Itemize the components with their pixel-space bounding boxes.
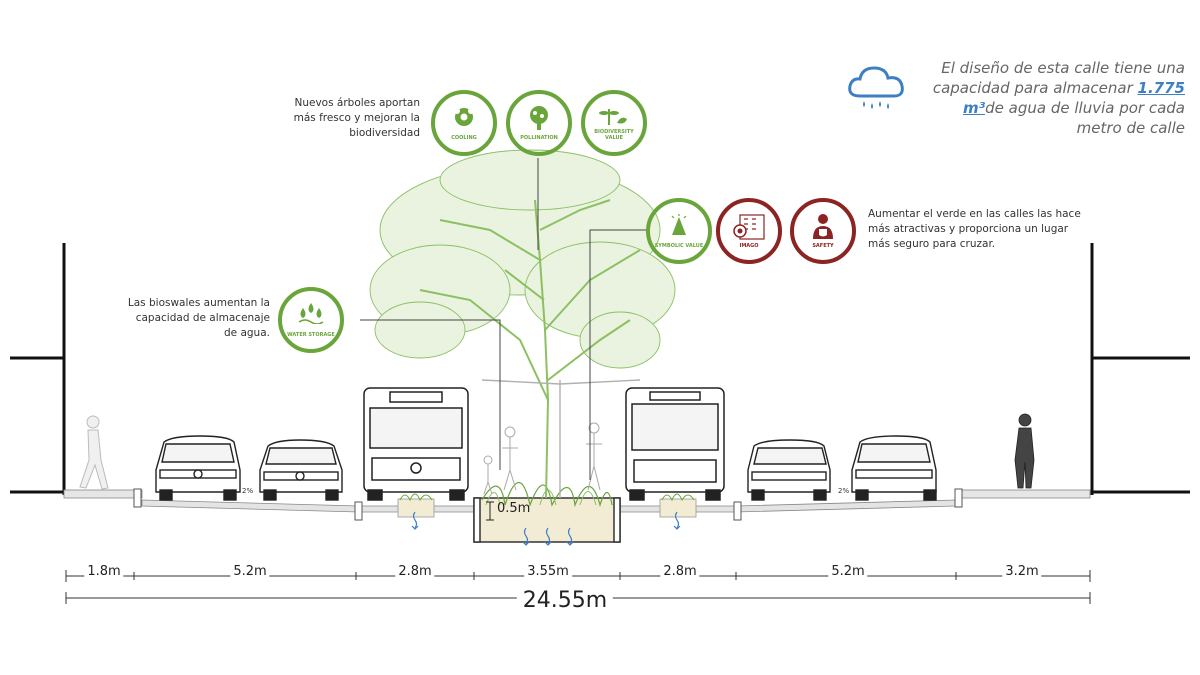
safety-label: SAFETY xyxy=(812,243,834,249)
pollination-badge: POLLINATION xyxy=(506,90,572,156)
imago-label: IMAGO xyxy=(739,243,759,249)
bus-right xyxy=(625,387,725,501)
water-drops-icon xyxy=(298,303,324,324)
car-1 xyxy=(155,435,241,501)
symbolic-value-badge: SYMBOLIC VALUE xyxy=(646,198,712,264)
safety-badge: SAFETY xyxy=(790,198,856,264)
dimension-label-sidewalk-left: 1.8m xyxy=(84,564,124,579)
water-storage-label: WATER STORAGE xyxy=(287,332,335,338)
pedestrian-right-icon xyxy=(1014,413,1035,489)
leader-lines xyxy=(360,158,646,480)
dragonfly-icon xyxy=(599,109,627,125)
pedestrian-left-icon xyxy=(79,415,109,490)
biodiversity-label: BIODIVERSITY VALUE xyxy=(594,129,634,141)
biodiversity-badge: BIODIVERSITY VALUE xyxy=(581,90,647,156)
dimension-label-bus-lane-right: 2.8m xyxy=(660,564,700,579)
water-storage-badge: WATER STORAGE xyxy=(278,287,344,353)
cooling-label: COOLING xyxy=(451,135,477,141)
bioswales-note: Las bioswales aumentan la capacidad de a… xyxy=(127,297,270,339)
dimension-label-carriageway-right: 5.2m xyxy=(828,564,868,579)
car-3 xyxy=(747,439,831,501)
rain-storage-note: El diseño de esta calle tiene una capaci… xyxy=(905,58,1185,138)
depth-label: 0.5m xyxy=(497,501,531,516)
cooling-badge: COOLING xyxy=(431,90,497,156)
rain-note-line-2: capacidad para almacenar 1.775 xyxy=(932,79,1185,97)
trees-note: Nuevos árboles aportan más fresco y mejo… xyxy=(293,97,420,139)
right-building-outline xyxy=(1090,243,1190,495)
rain-note-line-3: m³de agua de lluvia por cada xyxy=(962,99,1185,117)
rain-volume-unit: m³ xyxy=(962,99,986,117)
tree-icon xyxy=(530,106,548,130)
rain-note-line-4: metro de calle xyxy=(1076,119,1185,137)
pollination-label: POLLINATION xyxy=(520,135,558,141)
dimension-label-median: 3.55m xyxy=(524,564,572,579)
total-width-label: 24.55m xyxy=(516,588,614,613)
pedestrians-median-icon xyxy=(483,422,602,495)
road-surface xyxy=(63,488,1091,521)
dimension-ticks xyxy=(133,572,957,580)
car-2 xyxy=(259,439,343,501)
symbolic-value-label: SYMBOLIC VALUE xyxy=(654,243,704,249)
greening-note: Aumentar el verde en las calles las hace… xyxy=(868,208,1081,250)
slope-label-right: 2% xyxy=(838,487,850,495)
dimension-label-bus-lane-left: 2.8m xyxy=(395,564,435,579)
dimension-label-sidewalk-right: 3.2m xyxy=(1002,564,1042,579)
cone-tree-icon xyxy=(671,214,687,235)
flower-icon xyxy=(454,108,474,126)
person-shield-icon xyxy=(813,214,833,239)
rain-volume-value: 1.775 xyxy=(1137,79,1185,97)
lane-bioswale-left xyxy=(397,493,435,518)
left-building-outline xyxy=(10,243,66,495)
dimension-label-carriageway-left: 5.2m xyxy=(230,564,270,579)
imago-badge: IMAGO xyxy=(716,198,782,264)
slope-label-left: 2% xyxy=(242,487,254,495)
rain-cloud-icon xyxy=(848,66,904,109)
car-4 xyxy=(851,435,937,501)
bus-left xyxy=(363,387,469,501)
building-icon xyxy=(733,214,765,240)
rain-note-line-1: El diseño de esta calle tiene una xyxy=(941,59,1185,77)
water-infiltration-icon xyxy=(411,511,681,546)
lane-bioswale-right xyxy=(659,493,697,518)
